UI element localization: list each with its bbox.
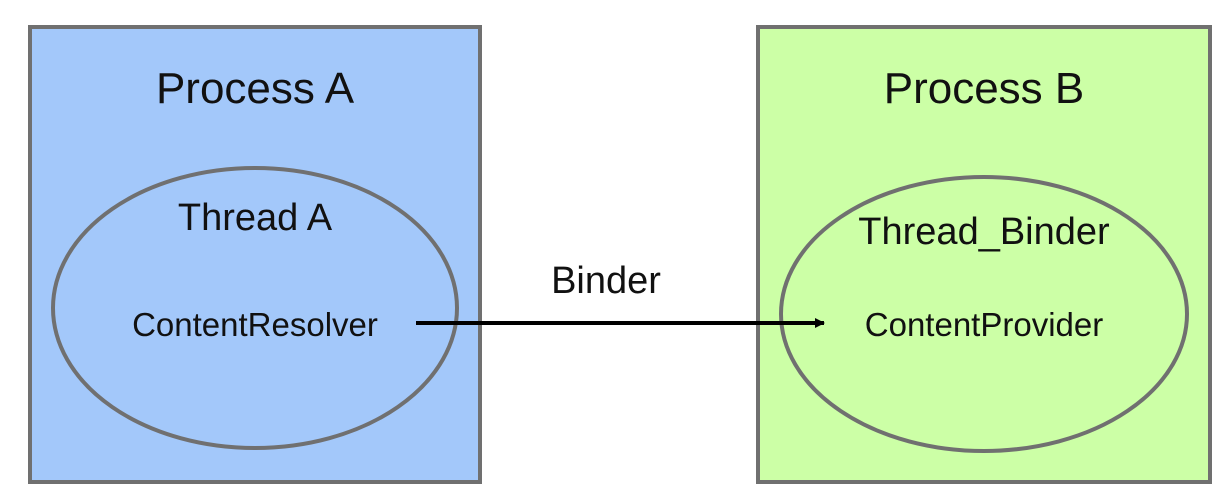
binder-connection: Binder bbox=[416, 260, 825, 328]
thread-a-ellipse bbox=[51, 166, 459, 450]
binder-label: Binder bbox=[551, 260, 661, 302]
content-resolver-label: ContentResolver bbox=[132, 306, 378, 343]
process-b-title: Process B bbox=[884, 64, 1085, 113]
process-b-group: Process B Thread_Binder ContentProvider bbox=[756, 25, 1212, 484]
thread-binder-label: Thread_Binder bbox=[858, 211, 1110, 253]
process-a-box bbox=[28, 25, 482, 484]
process-a-group: Process A Thread A ContentResolver bbox=[28, 25, 482, 484]
thread-a-label: Thread A bbox=[178, 197, 333, 239]
process-a-title: Process A bbox=[156, 64, 355, 113]
thread-binder-ellipse bbox=[779, 175, 1189, 453]
content-provider-label: ContentProvider bbox=[865, 306, 1103, 343]
